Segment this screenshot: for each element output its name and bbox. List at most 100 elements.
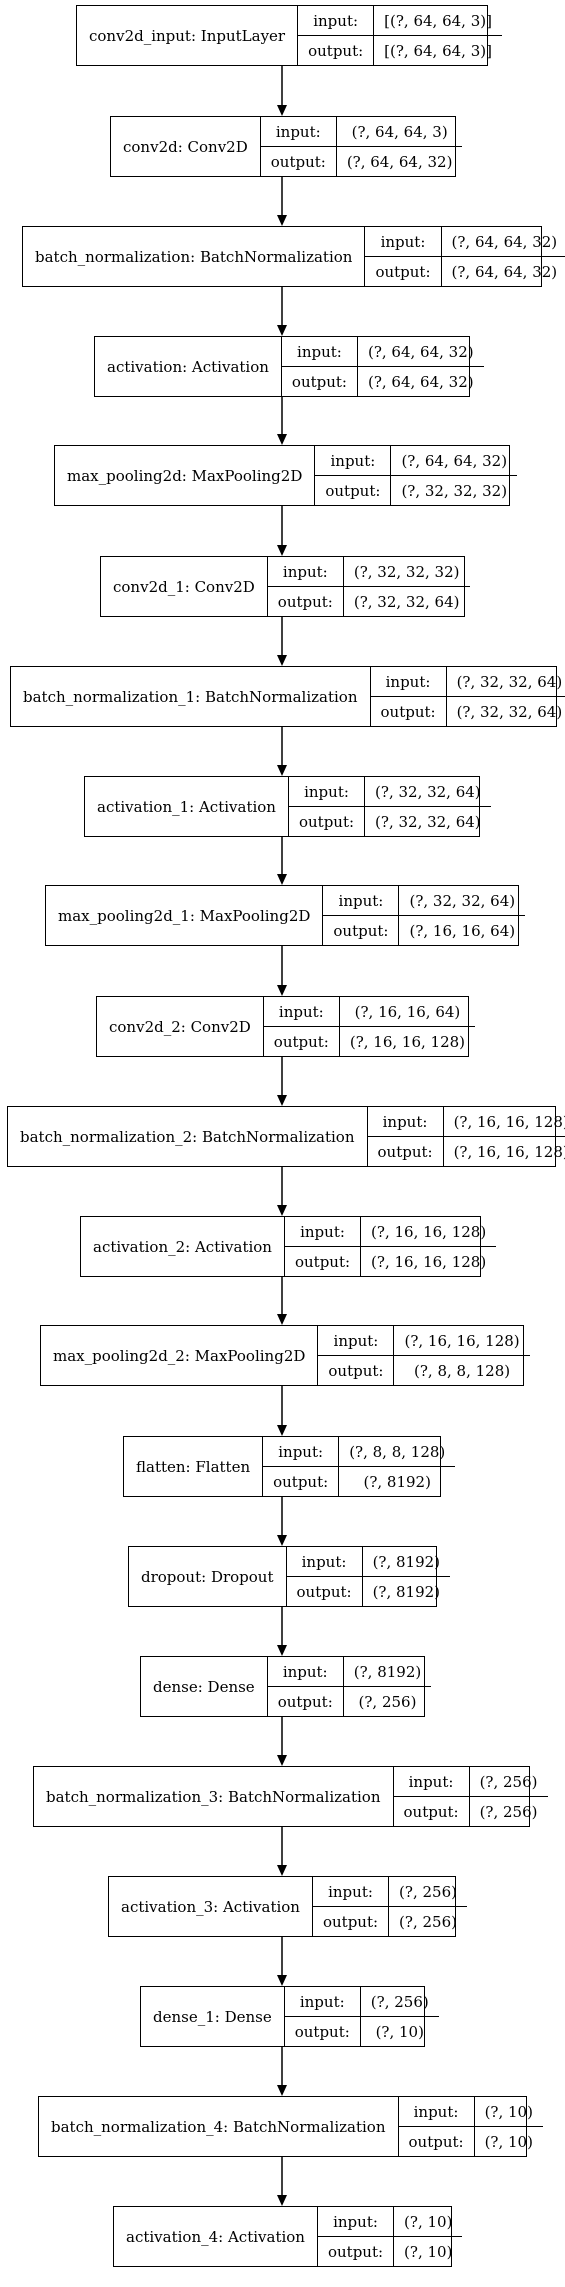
- layer-name: activation_4: Activation: [114, 2207, 318, 2266]
- arrow-head-icon: [277, 1095, 287, 1106]
- input-label: input:: [286, 1547, 362, 1577]
- arrow-head-icon: [277, 1755, 287, 1766]
- input-shape: (?, 32, 32, 64): [365, 777, 491, 807]
- port-labels: input: output:: [318, 1326, 395, 1385]
- output-shape: (?, 256): [479, 1802, 538, 1821]
- output-label: output:: [277, 1692, 333, 1711]
- output-label: output:: [277, 592, 333, 611]
- port-labels: input: output:: [267, 1657, 344, 1716]
- input-label: input:: [281, 337, 357, 367]
- input-shape: (?, 64, 64, 32): [391, 446, 518, 476]
- output-shape: (?, 32, 32, 64): [456, 702, 563, 721]
- input-label: input:: [284, 1987, 360, 2017]
- shape-values: (?, 10)(?, 10): [474, 2097, 543, 2156]
- port-labels: input:output:: [284, 1987, 361, 2046]
- port-labels: input:output:: [288, 777, 366, 836]
- input-label: input:: [263, 997, 339, 1027]
- port-labels: input:output:: [298, 6, 375, 65]
- output-shape: (?, 64, 64, 32): [368, 372, 474, 391]
- layer-name: batch_normalization: BatchNormalization: [23, 227, 366, 286]
- layer-node: batch_normalization_4: BatchNormalizatio…: [38, 2096, 543, 2157]
- shape-values: (?, 64, 64, 32) (?, 32, 32, 32): [391, 446, 518, 505]
- output-label: output:: [328, 1361, 384, 1380]
- layer-name: max_pooling2d_2: MaxPooling2D: [41, 1326, 319, 1385]
- layer-name: max_pooling2d_1: MaxPooling2D: [46, 886, 324, 945]
- shape-values: [(?, 64, 64, 3)][(?, 64, 64, 3)]: [374, 6, 502, 65]
- input-label: input:: [398, 2097, 474, 2127]
- input-shape: (?, 10): [474, 2097, 543, 2127]
- arrow-head-icon: [277, 655, 287, 666]
- output-label: output:: [380, 702, 436, 721]
- layer-node: batch_normalization_1: BatchNormalizatio…: [10, 666, 565, 727]
- input-label: input:: [393, 1767, 469, 1797]
- shape-values: (?, 10) (?, 10): [394, 2207, 463, 2266]
- input-label: input:: [312, 1877, 389, 1907]
- shape-values: (?, 256)(?, 256): [469, 1767, 548, 1826]
- output-label: output:: [298, 812, 355, 831]
- layer-name: conv2d: Conv2D: [111, 117, 261, 176]
- input-shape: (?, 8192): [343, 1657, 432, 1687]
- shape-values: (?, 32, 32, 64)(?, 16, 16, 64): [399, 886, 526, 945]
- input-label: input:: [267, 1657, 343, 1687]
- layer-node: batch_normalization_3: BatchNormalizatio…: [33, 1766, 548, 1827]
- layer-name: conv2d_1: Conv2D: [101, 557, 268, 616]
- output-label: output:: [375, 262, 431, 281]
- input-shape: (?, 64, 64, 32): [441, 227, 565, 257]
- shape-values: (?, 16, 16, 64)(?, 16, 16, 128): [339, 997, 476, 1056]
- port-labels: input:output:: [284, 1217, 362, 1276]
- output-label: output:: [273, 1032, 329, 1051]
- shape-values: (?, 16, 16, 128)(?, 16, 16, 128): [443, 1107, 565, 1166]
- shape-values: (?, 64, 64, 32)(?, 64, 64, 32): [358, 337, 484, 396]
- port-labels: input:output:: [260, 117, 337, 176]
- layer-node: batch_normalization_2: BatchNormalizatio…: [7, 1106, 565, 1167]
- output-label: output:: [325, 481, 381, 500]
- input-label: input:: [365, 227, 441, 257]
- output-label: output:: [327, 2242, 384, 2261]
- port-labels: input:output:: [315, 446, 392, 505]
- arrow-head-icon: [277, 1645, 287, 1656]
- output-shape: (?, 8, 8, 128): [414, 1361, 511, 1380]
- output-shape: (?, 64, 64, 32): [451, 262, 558, 281]
- layer-name: max_pooling2d: MaxPooling2D: [55, 446, 316, 505]
- output-shape: (?, 64, 64, 32): [346, 152, 453, 171]
- input-label: input:: [263, 1437, 339, 1467]
- arrow-head-icon: [277, 1975, 287, 1986]
- output-label: output:: [377, 1142, 433, 1161]
- shape-values: (?, 32, 32, 32)(?, 32, 32, 64): [343, 557, 470, 616]
- port-labels: input:output:: [398, 2097, 475, 2156]
- output-label: output:: [291, 372, 347, 391]
- output-shape: (?, 32, 32, 64): [375, 812, 481, 831]
- port-labels: input:output:: [317, 2207, 395, 2266]
- output-shape: (?, 256): [358, 1692, 417, 1711]
- output-label: output:: [403, 1802, 459, 1821]
- arrow-head-icon: [277, 765, 287, 776]
- arrow-head-icon: [277, 2195, 287, 2206]
- output-shape: (?, 32, 32, 32): [401, 481, 508, 500]
- shape-values: (?, 8192)(?, 8192): [362, 1547, 451, 1606]
- input-shape: (?, 10): [394, 2207, 463, 2237]
- input-label: input:: [318, 1326, 394, 1356]
- output-shape: (?, 10): [404, 2242, 453, 2261]
- input-label: input:: [370, 667, 446, 697]
- output-shape: (?, 8192): [363, 1472, 431, 1491]
- output-shape: (?, 16, 16, 128): [371, 1252, 487, 1271]
- arrow-head-icon: [277, 215, 287, 226]
- output-shape: (?, 32, 32, 64): [353, 592, 460, 611]
- arrow-head-icon: [277, 325, 287, 336]
- input-shape: (?, 32, 32, 64): [446, 667, 565, 697]
- input-shape: (?, 8, 8, 128): [339, 1437, 456, 1467]
- input-label: input:: [298, 6, 374, 36]
- output-shape: (?, 16, 16, 64): [409, 921, 516, 940]
- input-label: input:: [260, 117, 336, 147]
- input-shape: (?, 256): [389, 1877, 467, 1907]
- shape-values: (?, 8, 8, 128) (?, 8192): [339, 1437, 456, 1496]
- input-shape: (?, 16, 16, 64): [339, 997, 476, 1027]
- shape-values: (?, 16, 16, 128)(?, 16, 16, 128): [361, 1217, 497, 1276]
- layer-name: activation_3: Activation: [109, 1877, 313, 1936]
- layer-name: dropout: Dropout: [129, 1547, 287, 1606]
